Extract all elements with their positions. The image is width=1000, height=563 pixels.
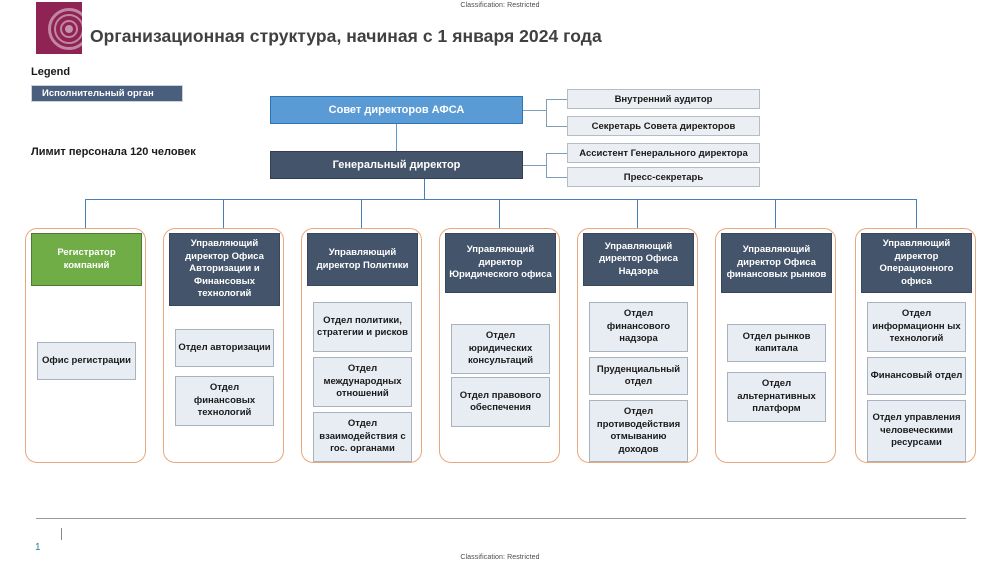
org-column-4-head[interactable]: Управляющий директор Юридического офиса <box>445 233 556 293</box>
connector-ceo-to-trunk <box>424 179 425 200</box>
legend-chip-executive-body: Исполнительный орган <box>31 85 183 102</box>
org-column-6-subunit-2[interactable]: Отдел альтернативных платформ <box>727 372 826 422</box>
node-ceo[interactable]: Генеральный директор <box>270 151 523 179</box>
classification-footer: Classification: Restricted <box>460 554 540 561</box>
staff-limit-note: Лимит персонала 120 человек <box>31 146 196 158</box>
connector-board-stub <box>523 110 546 111</box>
org-column-6: Управляющий директор Офиса финансовых ры… <box>715 228 836 463</box>
org-column-2: Управляющий директор Офиса Авторизации и… <box>163 228 284 463</box>
node-board-secretary[interactable]: Секретарь Совета директоров <box>567 116 760 136</box>
org-column-5-subunit-3[interactable]: Отдел противодействия отмыванию доходов <box>589 400 688 462</box>
logo-ring-outer <box>48 8 82 50</box>
connector-drop-col-2 <box>223 199 224 228</box>
org-column-5-subunit-2[interactable]: Пруденциальный отдел <box>589 357 688 395</box>
connector-drop-col-5 <box>637 199 638 228</box>
org-column-7-subunit-1[interactable]: Отдел информационн ых технологий <box>867 302 966 352</box>
org-column-5-subunit-1[interactable]: Отдел финансового надзора <box>589 302 688 352</box>
node-press-secretary[interactable]: Пресс-секретарь <box>567 167 760 187</box>
org-column-2-head[interactable]: Управляющий директор Офиса Авторизации и… <box>169 233 280 306</box>
org-column-2-subunit-2[interactable]: Отдел финансовых технологий <box>175 376 274 426</box>
org-column-4-subunit-2[interactable]: Отдел правового обеспечения <box>451 377 550 427</box>
logo-center-dot <box>65 25 73 33</box>
org-column-7-subunit-2[interactable]: Финансовый отдел <box>867 357 966 395</box>
connector-ceo-bracket <box>546 153 547 177</box>
org-column-1-head[interactable]: Регистратор компаний <box>31 233 142 286</box>
org-column-7-subunit-3[interactable]: Отдел управления человеческими ресурсами <box>867 400 966 462</box>
org-column-3-subunit-2[interactable]: Отдел международных отношений <box>313 357 412 407</box>
connector-board-bracket <box>546 99 547 126</box>
org-column-5-head[interactable]: Управляющий директор Офиса Надзора <box>583 233 694 286</box>
footer-tick-mark <box>61 528 62 540</box>
org-column-3-subunit-1[interactable]: Отдел политики, стратегии и рисков <box>313 302 412 352</box>
company-logo <box>36 2 82 54</box>
connector-drop-col-3 <box>361 199 362 228</box>
connector-ceo-to-press <box>546 177 567 178</box>
connector-drop-col-7 <box>916 199 917 228</box>
org-column-6-subunit-1[interactable]: Отдел рынков капитала <box>727 324 826 362</box>
connector-board-to-secretary <box>546 126 567 127</box>
page-number: 1 <box>35 542 41 553</box>
node-ceo-assistant[interactable]: Ассистент Генерального директора <box>567 143 760 163</box>
classification-header: Classification: Restricted <box>460 2 540 9</box>
connector-drop-col-1 <box>85 199 86 228</box>
org-column-3-subunit-3[interactable]: Отдел взаимодействия с гос. органами <box>313 412 412 462</box>
legend-title: Legend <box>31 66 71 78</box>
logo-ring-mid <box>54 14 82 44</box>
org-column-7-head[interactable]: Управляющий директор Операционного офиса <box>861 233 972 293</box>
page-title: Организационная структура, начиная с 1 я… <box>90 26 602 46</box>
connector-board-to-auditor <box>546 99 567 100</box>
org-column-7: Управляющий директор Операционного офиса… <box>855 228 976 463</box>
node-internal-auditor[interactable]: Внутренний аудитор <box>567 89 760 109</box>
logo-ring-inner <box>60 20 78 38</box>
org-column-2-subunit-1[interactable]: Отдел авторизации <box>175 329 274 367</box>
org-column-3-head[interactable]: Управляющий директор Политики <box>307 233 418 286</box>
org-column-4-subunit-1[interactable]: Отдел юридических консультаций <box>451 324 550 374</box>
connector-ceo-stub <box>523 165 546 166</box>
node-board-of-directors[interactable]: Совет директоров АФСА <box>270 96 523 124</box>
connector-ceo-to-assistant <box>546 153 567 154</box>
org-column-6-head[interactable]: Управляющий директор Офиса финансовых ры… <box>721 233 832 293</box>
org-column-1-subunit-1[interactable]: Офис регистрации <box>37 342 136 380</box>
connector-board-to-ceo <box>396 124 397 151</box>
connector-trunk-horizontal <box>85 199 916 200</box>
connector-drop-col-4 <box>499 199 500 228</box>
connector-drop-col-6 <box>775 199 776 228</box>
footer-divider <box>36 518 966 519</box>
